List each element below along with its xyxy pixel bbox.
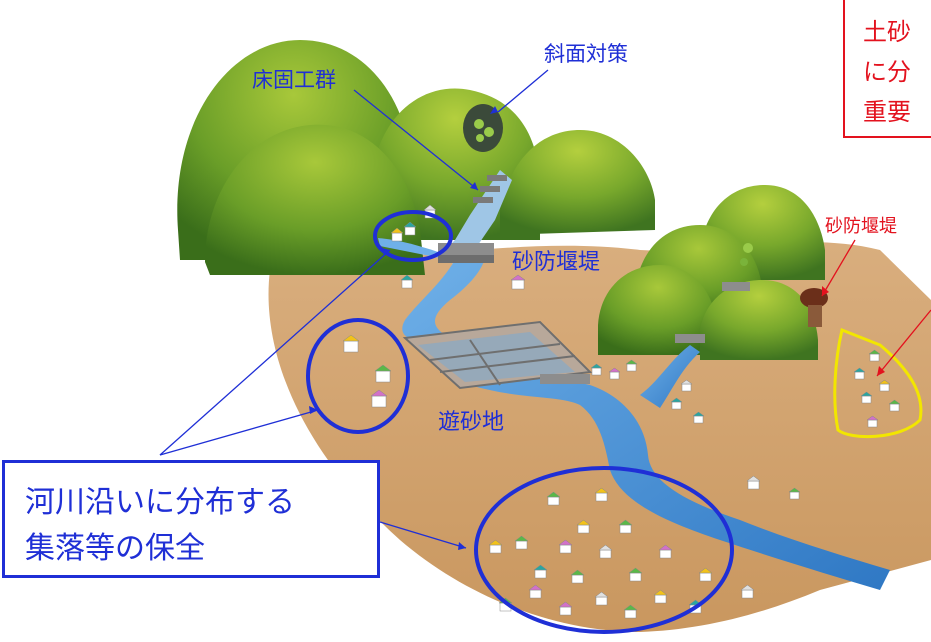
label-sabo-dam: 砂防堰堤 xyxy=(512,250,601,275)
mountain-front-left xyxy=(205,124,425,275)
houses xyxy=(342,204,901,619)
red-callout-line1: 土砂 xyxy=(863,18,911,46)
sabo-dam-right xyxy=(675,334,705,343)
leader-lines xyxy=(159,69,549,549)
bed-girdle-2 xyxy=(480,186,500,192)
mountain-right-2 xyxy=(598,265,718,355)
red-callout-box: 土砂 に分 重要 xyxy=(843,0,931,138)
label-slope-measures: 斜面対策 xyxy=(544,42,628,66)
highlight-ellipse-left xyxy=(306,318,410,434)
upper-tributary xyxy=(378,238,440,258)
red-callout-line2: に分 xyxy=(863,58,911,86)
red-leader-lines xyxy=(821,239,931,377)
label-bed-girdle-group: 床固工群 xyxy=(252,68,336,92)
bed-girdle-3 xyxy=(473,197,493,203)
landslide-patch xyxy=(463,104,503,152)
river-right-tributary xyxy=(640,345,700,408)
settlement-callout-line2: 集落等の保全 xyxy=(25,531,205,566)
sabo-dam-cut-structure xyxy=(800,288,828,308)
alluvial-fan-outline xyxy=(833,327,923,439)
highlight-ellipse-bottom xyxy=(474,466,734,634)
settlement-callout-box: 河川沿いに分布する 集落等の保全 xyxy=(2,460,380,578)
mountain-right-3 xyxy=(700,280,818,360)
mountain-right-center xyxy=(500,130,655,235)
river-main xyxy=(402,258,890,590)
settlement-callout-line1: 河川沿いに分布する xyxy=(25,485,295,520)
highlight-ellipse-upper xyxy=(373,210,453,262)
sabo-dam-right-2 xyxy=(722,282,750,291)
label-sand-pocket: 遊砂地 xyxy=(438,410,505,435)
red-callout-line3: 重要 xyxy=(863,98,911,126)
label-sabo-dam-cut: 砂防堰堤 xyxy=(825,216,897,237)
bed-girdle-1 xyxy=(487,175,507,181)
sabo-dam-lower xyxy=(540,374,590,384)
sabo-dam-upper xyxy=(438,243,494,255)
upper-channel xyxy=(440,170,512,265)
